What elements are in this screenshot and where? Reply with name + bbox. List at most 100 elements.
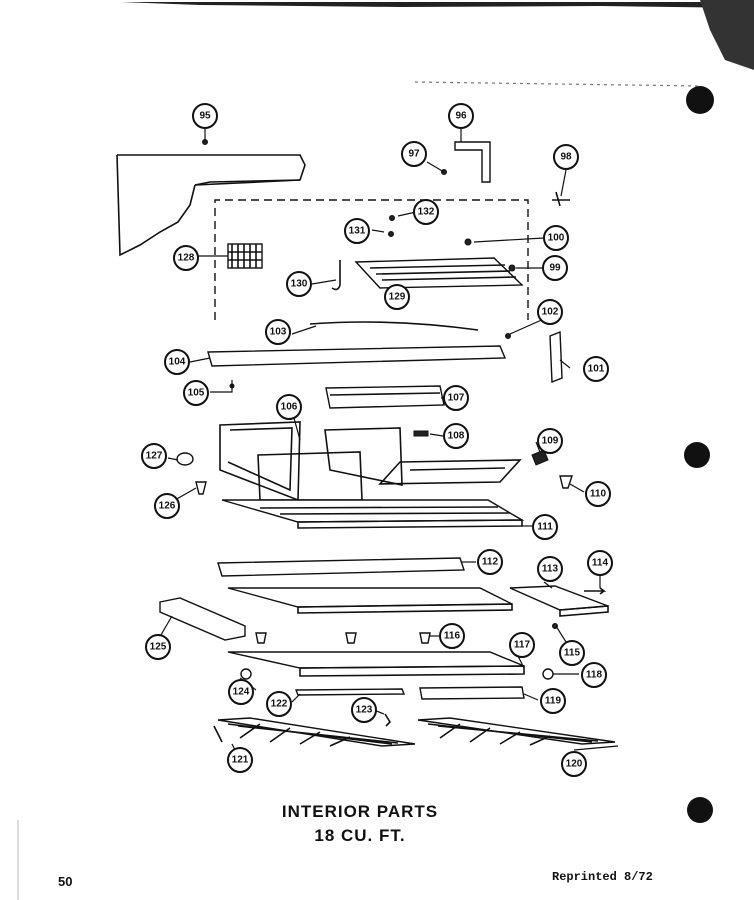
- callout-113: 113: [537, 556, 563, 582]
- callout-125: 125: [145, 634, 171, 660]
- part-gasket-103: [309, 321, 479, 331]
- leader-lines: [157, 128, 619, 757]
- part-rail-112: [217, 557, 465, 577]
- svg-text:97: 97: [408, 149, 420, 160]
- callout-118: 118: [581, 662, 607, 688]
- svg-text:118: 118: [586, 670, 603, 681]
- callout-129: 129: [384, 284, 410, 310]
- svg-text:130: 130: [291, 279, 308, 290]
- svg-text:131: 131: [349, 226, 366, 237]
- svg-text:108: 108: [448, 431, 465, 442]
- callout-132: 132: [413, 199, 439, 225]
- callout-131: 131: [344, 218, 370, 244]
- callout-121: 121: [227, 747, 253, 773]
- part-roller-118: [542, 668, 554, 680]
- diagram-title: INTERIOR PARTS: [281, 802, 439, 821]
- svg-text:103: 103: [270, 327, 287, 338]
- svg-text:122: 122: [271, 699, 288, 710]
- svg-text:98: 98: [560, 152, 572, 163]
- part-wire-shelf-121: [213, 717, 416, 747]
- svg-text:102: 102: [542, 307, 559, 318]
- callout-99: 99: [542, 255, 568, 281]
- callout-124: 124: [228, 679, 254, 705]
- part-strip-119: [419, 686, 525, 700]
- callout-105: 105: [183, 380, 209, 406]
- callout-128: 128: [173, 245, 199, 271]
- part-trim-107: [325, 385, 445, 409]
- callout-114: 114: [587, 550, 613, 576]
- svg-text:107: 107: [448, 393, 465, 404]
- part-latch-108: [413, 430, 429, 437]
- callout-95: 95: [192, 103, 218, 129]
- part-wire-shelf-120: [417, 717, 616, 746]
- svg-text:115: 115: [564, 648, 581, 659]
- svg-text:120: 120: [566, 759, 583, 770]
- part-bar-125: [159, 597, 246, 641]
- callout-127: 127: [141, 443, 167, 469]
- reprint-note: Reprinted 8/72: [552, 870, 653, 884]
- callout-119: 119: [540, 688, 566, 714]
- part-hook-130: [331, 260, 341, 291]
- part-clip-126: [195, 481, 207, 495]
- svg-text:117: 117: [514, 640, 531, 651]
- callout-109: 109: [537, 428, 563, 454]
- callout-116: 116: [439, 623, 465, 649]
- svg-text:112: 112: [482, 557, 499, 568]
- svg-text:106: 106: [281, 402, 298, 413]
- callout-126: 126: [154, 493, 180, 519]
- svg-text:101: 101: [588, 364, 605, 375]
- callout-106: 106: [276, 394, 302, 420]
- svg-text:99: 99: [549, 263, 561, 274]
- svg-text:96: 96: [455, 111, 467, 122]
- callout-98: 98: [553, 144, 579, 170]
- callout-111: 111: [532, 514, 558, 540]
- part-grille-128: [227, 243, 263, 269]
- svg-text:125: 125: [150, 642, 167, 653]
- page-number: 50: [58, 874, 73, 889]
- part-strip-122: [294, 688, 406, 696]
- callout-104: 104: [164, 349, 190, 375]
- callout-123: 123: [351, 697, 377, 723]
- callout-96: 96: [448, 103, 474, 129]
- callout-120: 120: [561, 751, 587, 777]
- svg-text:126: 126: [159, 501, 176, 512]
- diagram-subtitle: 18 CU. FT.: [314, 826, 406, 845]
- svg-text:129: 129: [389, 292, 406, 303]
- callout-122: 122: [266, 691, 292, 717]
- callout-108: 108: [443, 423, 469, 449]
- callout-102: 102: [537, 299, 563, 325]
- callout-130: 130: [286, 271, 312, 297]
- callout-112: 112: [477, 549, 503, 575]
- callout-117: 117: [509, 632, 535, 658]
- svg-text:111: 111: [537, 522, 553, 533]
- scan-artifacts: [17, 0, 754, 900]
- part-screw-123: [384, 713, 392, 727]
- part-clips-116: [255, 632, 431, 644]
- svg-text:114: 114: [592, 558, 609, 569]
- svg-text:121: 121: [232, 755, 249, 766]
- svg-text:123: 123: [356, 705, 373, 716]
- svg-text:127: 127: [146, 451, 163, 462]
- svg-text:110: 110: [590, 489, 607, 500]
- part-cover-117: [227, 651, 525, 677]
- svg-text:119: 119: [545, 696, 562, 707]
- callout-110: 110: [585, 481, 611, 507]
- svg-text:95: 95: [199, 111, 211, 122]
- callout-101: 101: [583, 356, 609, 382]
- part-channel-113: [509, 585, 609, 617]
- callout-107: 107: [443, 385, 469, 411]
- small-hardware: [202, 139, 558, 629]
- part-shelf-129: [354, 257, 524, 289]
- svg-text:128: 128: [178, 253, 195, 264]
- part-rail-104: [207, 345, 507, 367]
- part-pin-114: [584, 587, 607, 595]
- cabinet-liner: [116, 154, 306, 257]
- callout-100: 100: [543, 225, 569, 251]
- part-clip-110: [559, 475, 573, 489]
- svg-text:100: 100: [548, 233, 565, 244]
- svg-text:124: 124: [233, 687, 250, 698]
- part-post-101: [549, 330, 563, 384]
- part-shelf-111: [221, 499, 525, 529]
- svg-text:105: 105: [188, 388, 205, 399]
